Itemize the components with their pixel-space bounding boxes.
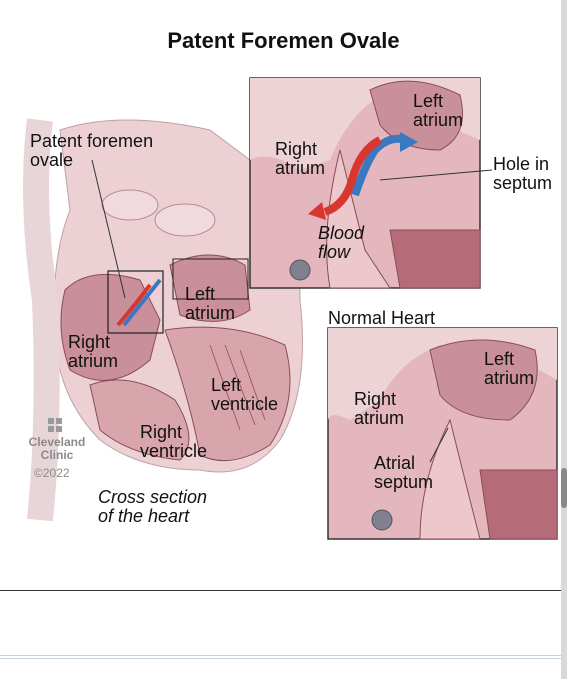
logo-copyright: ©2022 [34,466,70,480]
pfo-leader-line [91,159,126,299]
heart-cross-section [23,118,303,522]
cleveland-clinic-logo-icon [48,418,62,432]
scrollbar-thumb[interactable] [561,468,567,508]
label-hole-in-septum: Hole in septum [493,154,553,193]
label-normal-right-atrium: Right atrium [354,389,405,428]
label-atrial-septum: Atrial septum [374,453,434,492]
label-left-ventricle: Left ventricle [211,375,279,414]
viewer-right-edge [561,0,567,679]
label-normal-left-atrium: Left atrium [484,349,535,388]
logo-name: Cleveland Clinic [28,435,86,462]
divider-line [0,590,561,591]
small-blue-flow-arrow [122,278,162,327]
label-right-ventricle: Right ventricle [140,422,208,461]
left-atrium-box-outline [172,258,249,300]
label-left-atrium-main: Left atrium [185,284,236,323]
label-cross-section: Cross section of the heart [98,487,208,526]
label-inset-left-atrium: Left atrium [413,91,464,130]
page-bottom-rule [0,655,561,659]
normal-heart-inset [327,327,558,540]
label-normal-heart: Normal Heart [328,308,436,328]
pfo-highlight-box [107,270,164,334]
label-right-atrium-main: Right atrium [68,332,119,371]
diagram-title: Patent Foremen Ovale [167,28,400,53]
label-blood-flow: Blood flow [318,223,365,262]
label-inset-right-atrium: Right atrium [275,139,326,178]
pfo-inset [249,77,493,289]
label-patent-foramen: Patent foremen ovale [30,131,154,170]
small-red-flow-arrow [116,283,152,327]
